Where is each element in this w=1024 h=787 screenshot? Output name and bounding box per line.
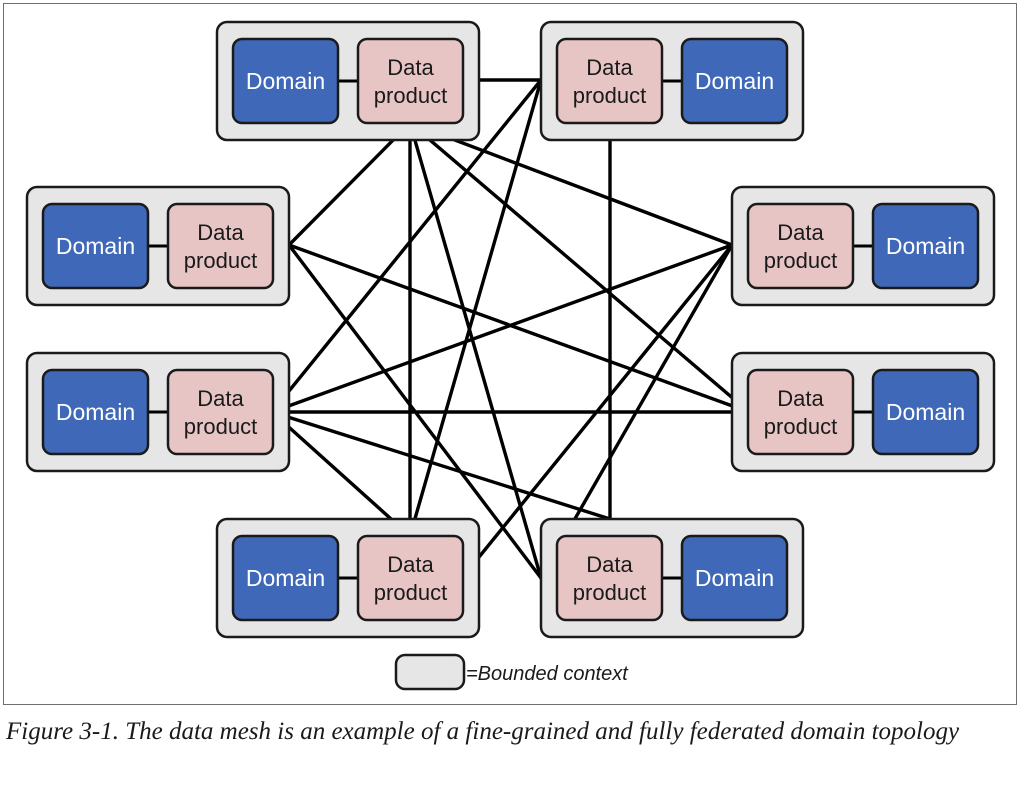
data-product-label-line1: Data <box>586 552 633 577</box>
data-product-label-line2: product <box>764 414 837 439</box>
domain-box <box>680 37 789 125</box>
bounded-context-bottom-left: Domain Data product <box>215 517 481 639</box>
data-product-box <box>746 368 855 456</box>
data-product-label-line2: product <box>184 414 257 439</box>
connection-middle-left-to-bottom-left <box>270 410 412 538</box>
data-mesh-diagram: DomainDataproductDomainDataproductDomain… <box>25 20 996 691</box>
data-product-box <box>555 534 664 622</box>
connection-top-right-to-middle-left <box>270 78 543 414</box>
data-product-label-line1: Data <box>586 55 633 80</box>
domain-label: Domain <box>886 233 965 259</box>
domain-box <box>231 534 340 622</box>
data-product-label-line1: Data <box>387 55 434 80</box>
data-product-label-line1: Data <box>777 386 824 411</box>
connection-upper-left-to-middle-right <box>287 243 751 414</box>
domain-box <box>41 368 150 456</box>
domain-box <box>871 202 980 290</box>
legend-bounded-context-swatch <box>394 653 466 691</box>
bounded-contexts: DomainDataproductDomainDataproductDomain… <box>25 20 996 639</box>
domain-box <box>231 37 340 125</box>
data-product-label-line1: Data <box>777 220 824 245</box>
data-product-box <box>356 534 465 622</box>
mesh-connections <box>270 78 751 580</box>
bounded-context-middle-right: Domain Data product <box>730 351 996 473</box>
bounded-context-upper-left: Domain Data product <box>25 185 291 307</box>
connection-top-left-to-middle-right <box>408 121 751 414</box>
bounded-context-top-left: Domain Data product <box>215 20 481 142</box>
data-product-label-line2: product <box>573 580 646 605</box>
domain-box <box>680 534 789 622</box>
domain-label: Domain <box>246 68 325 94</box>
domain-box <box>871 368 980 456</box>
legend: =Bounded context <box>394 653 629 691</box>
domain-label: Domain <box>886 399 965 425</box>
connection-top-right-to-bottom-left <box>408 78 543 538</box>
data-product-label-line1: Data <box>387 552 434 577</box>
figure-caption: Figure 3-1. The data mesh is an example … <box>6 718 960 745</box>
data-product-box <box>746 202 855 290</box>
data-product-box <box>166 202 275 290</box>
connection-upper-right-to-middle-left <box>270 243 734 414</box>
domain-label: Domain <box>56 233 135 259</box>
data-product-label-line2: product <box>184 248 257 273</box>
connection-top-left-to-bottom-right <box>408 121 543 580</box>
domain-label: Domain <box>695 565 774 591</box>
data-product-label-line1: Data <box>197 220 244 245</box>
data-product-label-line1: Data <box>197 386 244 411</box>
bounded-context-upper-right: Domain Data product <box>730 185 996 307</box>
connection-top-left-to-upper-right <box>408 121 734 247</box>
bounded-context-middle-left: Domain Data product <box>25 351 291 473</box>
bounded-context-bottom-right: Domain Data product <box>539 517 805 639</box>
data-product-box <box>166 368 275 456</box>
data-product-label-line2: product <box>573 83 646 108</box>
domain-label: Domain <box>56 399 135 425</box>
domain-label: Domain <box>695 68 774 94</box>
legend-label: =Bounded context <box>466 663 629 685</box>
domain-box <box>41 202 150 290</box>
domain-label: Domain <box>246 565 325 591</box>
bounded-context-top-right: Domain Data product <box>539 20 805 142</box>
data-product-box <box>555 37 664 125</box>
data-product-label-line2: product <box>374 83 447 108</box>
data-product-box <box>356 37 465 125</box>
data-product-label-line2: product <box>374 580 447 605</box>
connection-top-left-to-upper-left <box>287 121 412 247</box>
data-product-label-line2: product <box>764 248 837 273</box>
connection-middle-left-to-bottom-right <box>270 410 612 521</box>
